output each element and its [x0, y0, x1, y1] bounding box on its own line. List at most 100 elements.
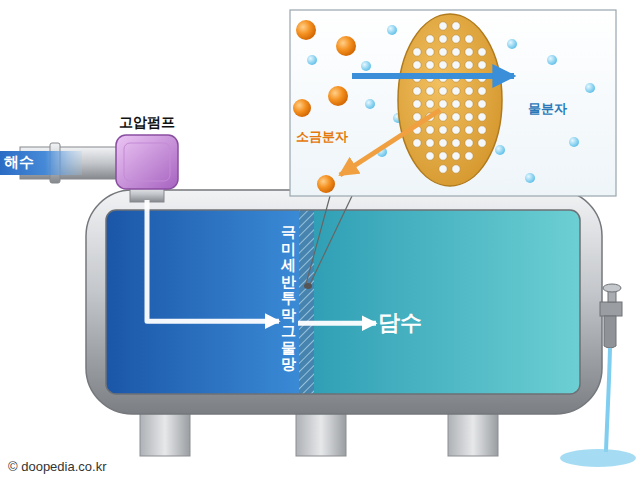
membrane-pore [465, 61, 473, 69]
membrane-pore [426, 87, 434, 95]
faucet-handle [603, 284, 621, 292]
membrane-pore [426, 61, 434, 69]
membrane-pore [413, 61, 421, 69]
membrane-band [299, 210, 314, 394]
pump-node: 고압펌프 [112, 112, 182, 200]
membrane-pore [439, 22, 447, 30]
seawater-flow [0, 151, 82, 175]
membrane-pore [465, 100, 473, 108]
membrane-pore [439, 35, 447, 43]
membrane-pore [478, 87, 486, 95]
copyright-watermark: © doopedia.co.kr [8, 459, 106, 474]
membrane-pore [452, 139, 460, 147]
label-holder: 해수 [4, 153, 34, 172]
salt-molecule [317, 175, 335, 193]
membrane-pore [439, 48, 447, 56]
label-holder: 물분자 [528, 100, 567, 118]
faucet-pipe [600, 302, 622, 316]
membrane-pore [478, 100, 486, 108]
water-molecule [365, 99, 375, 109]
membrane-pore [452, 165, 460, 173]
high-pressure-pump [116, 135, 178, 189]
flow-arrow [147, 200, 279, 321]
membrane-pore [465, 87, 473, 95]
salt-molecule [336, 36, 356, 56]
salt-molecules [293, 20, 356, 193]
water-molecule [507, 39, 517, 49]
node-text: 담수 [378, 310, 422, 336]
water-pass-arrow [352, 73, 514, 79]
membrane-pore [452, 61, 460, 69]
water-stream [606, 348, 610, 452]
membrane-pore [452, 152, 460, 160]
water-molecule [525, 173, 535, 183]
freshwater-region [300, 210, 580, 394]
membrane-disc [398, 14, 502, 186]
label-holder: © doopedia.co.kr [8, 459, 106, 474]
membrane-pore [478, 126, 486, 134]
water-label: 물분자 [528, 100, 567, 118]
membrane-pore [413, 87, 421, 95]
membrane-pore [439, 87, 447, 95]
membrane-pore [413, 48, 421, 56]
membrane-pore [478, 113, 486, 121]
membrane-pore [452, 22, 460, 30]
membrane-pore [465, 126, 473, 134]
membrane-pore [413, 139, 421, 147]
membrane-pore [439, 126, 447, 134]
membrane-node: 극미세반투막그물망 [279, 222, 298, 375]
inflow-label: 해수 [4, 153, 34, 172]
water-puddle [560, 449, 636, 467]
water-molecule [361, 61, 371, 71]
membrane-pore [439, 100, 447, 108]
salt-molecule [296, 20, 316, 40]
salt-molecule [328, 86, 348, 106]
membrane-pore [426, 35, 434, 43]
membrane-pore [426, 139, 434, 147]
membrane-pore [439, 61, 447, 69]
tank-body [86, 190, 602, 414]
salt-label: 소금분자 [296, 128, 348, 146]
callout-line [310, 196, 352, 284]
membrane-pore [439, 113, 447, 121]
water-molecule [569, 137, 579, 147]
membrane-pore [452, 100, 460, 108]
tank-window [106, 210, 580, 394]
membrane-pore [478, 61, 486, 69]
tank-water [106, 210, 580, 394]
water-molecule [307, 55, 317, 65]
fresh-water-node: 담수 [376, 308, 424, 338]
pump-detail [124, 143, 170, 181]
membrane-pore [465, 35, 473, 43]
membrane-pore [452, 35, 460, 43]
membrane-pore [413, 113, 421, 121]
membrane-pore [413, 100, 421, 108]
membrane-pore [439, 165, 447, 173]
water-molecule [495, 145, 505, 155]
membrane-pore [426, 126, 434, 134]
membrane-pore [426, 48, 434, 56]
inset-panel [290, 10, 616, 196]
salt-reject-arrow [340, 110, 440, 175]
membrane-pore [439, 139, 447, 147]
callout-line [306, 196, 330, 284]
membrane-pore [465, 139, 473, 147]
membrane-pore [439, 152, 447, 160]
node-text: 극미세반투막그물망 [281, 224, 296, 373]
label-holder: 소금분자 [296, 128, 348, 146]
membrane-pore [478, 48, 486, 56]
membrane-pore [452, 48, 460, 56]
water-molecule [547, 55, 557, 65]
membrane-pore [465, 48, 473, 56]
water-molecule [585, 83, 595, 93]
membrane-pore [465, 113, 473, 121]
salt-molecule [293, 99, 311, 117]
membrane-pore [452, 113, 460, 121]
membrane-pore [452, 126, 460, 134]
membrane-pore [426, 100, 434, 108]
membrane-pore [478, 139, 486, 147]
water-molecule [387, 25, 397, 35]
membrane-pore [426, 152, 434, 160]
